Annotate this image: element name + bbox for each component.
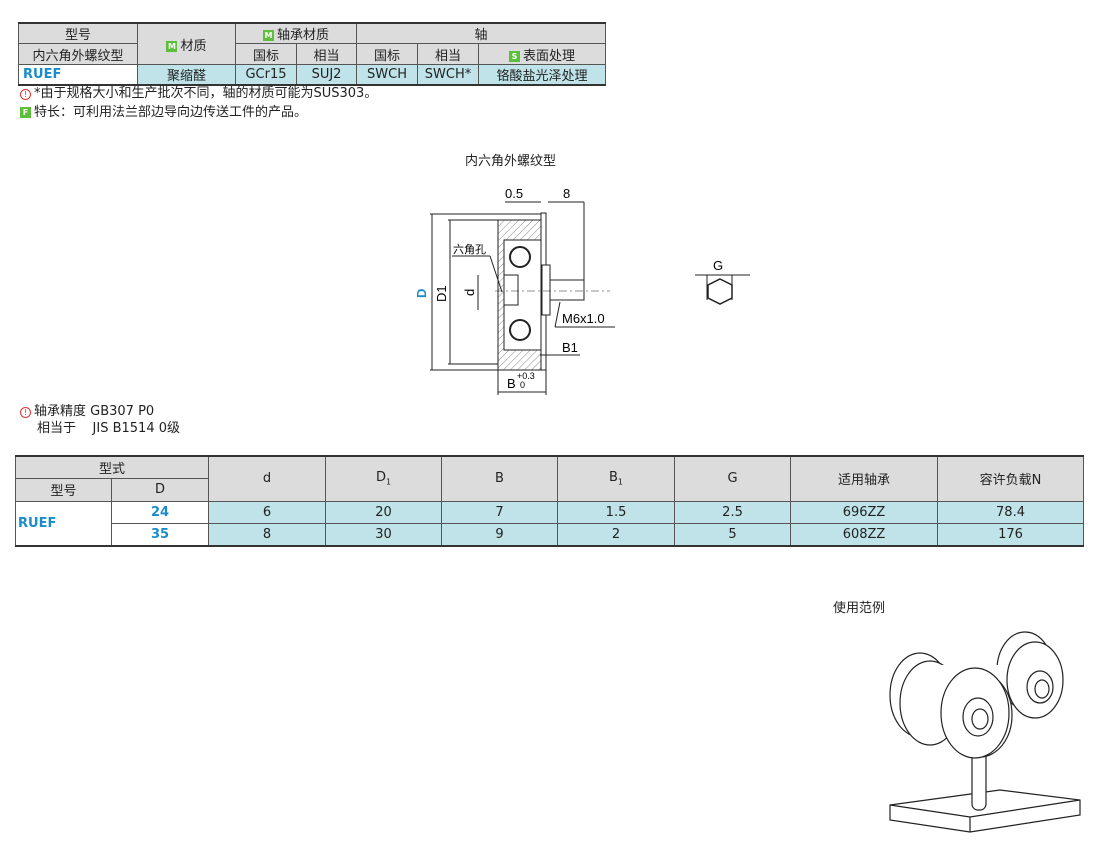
model-cell: RUEF xyxy=(18,64,138,86)
value-cell: 6 xyxy=(208,500,327,524)
dim-D: D xyxy=(414,289,429,298)
technical-drawing: 0.5 8 六角孔 D D1 d M6x1.0 B1 B +0.3 0 G xyxy=(414,186,750,395)
header-style: 型式 xyxy=(14,455,210,479)
value-cell: 2 xyxy=(557,522,676,547)
warning-icon: ! xyxy=(20,89,31,100)
material-cell: 聚缩醛 xyxy=(137,64,236,86)
header-equiv2: 相当 xyxy=(417,43,480,65)
precision-equiv: 相当于 JIS B1514 0级 xyxy=(37,421,181,436)
value-cell: 696ZZ xyxy=(790,500,939,524)
header-B: B xyxy=(441,455,559,502)
header-G: G xyxy=(674,455,792,502)
value-cell: 7 xyxy=(441,500,559,524)
dim-G: G xyxy=(713,258,723,273)
header-equiv: 相当 xyxy=(295,43,358,65)
table-row: RUEF 24 6 20 7 1.5 2.5 696ZZ 78.4 xyxy=(15,500,1085,547)
value-cell: 1.5 xyxy=(557,500,676,524)
dimension-table: 型式 d D1 B B1 G 适用轴承 容许负载N 型号 D RUEF 24 6… xyxy=(14,455,1085,547)
header-shaft: 轴 xyxy=(356,22,607,44)
header-model: 型号 xyxy=(18,22,138,44)
usage-example-illustration xyxy=(889,631,1081,833)
header-gb2: 国标 xyxy=(356,43,419,65)
dim-8: 8 xyxy=(563,186,570,201)
thread-label: M6x1.0 xyxy=(562,311,605,326)
value-cell: 2.5 xyxy=(674,500,792,524)
dim-B1: B1 xyxy=(562,340,578,355)
value-cell: 8 xyxy=(208,522,327,547)
warning-icon: ! xyxy=(20,407,31,418)
table-row: 35 8 30 9 2 5 608ZZ 176 xyxy=(15,522,1085,547)
hex-hole-label: 六角孔 xyxy=(453,243,486,256)
table-row: RUEF 聚缩醛 GCr15 SUJ2 SWCH SWCH* 铬酸盐光泽处理 xyxy=(18,64,607,86)
dim-d: d xyxy=(462,289,477,296)
precision-note: !轴承精度 GB307 P0 xyxy=(20,400,154,419)
value-cell: 78.4 xyxy=(937,500,1085,524)
shaft-equiv-cell: SWCH* xyxy=(417,64,480,86)
material-note: !*由于规格大小和生产批次不同，轴的材质可能为SUS303。 xyxy=(20,82,377,101)
header-load: 容许负载N xyxy=(937,455,1085,502)
header-gb: 国标 xyxy=(235,43,297,65)
value-cell: 5 xyxy=(674,522,792,547)
dim-D1: D1 xyxy=(434,285,449,302)
value-cell: 176 xyxy=(937,522,1085,547)
value-cell: 30 xyxy=(325,522,443,547)
surface-cell: 铬酸盐光泽处理 xyxy=(478,64,607,86)
tol-plus: +0.3 xyxy=(517,371,535,381)
feature-badge-icon: F xyxy=(20,107,31,118)
header-d: d xyxy=(208,455,327,502)
value-cell: 608ZZ xyxy=(790,522,939,547)
value-cell: 20 xyxy=(325,500,443,524)
header-B1: B1 xyxy=(557,455,676,502)
shaft-gb-cell: SWCH xyxy=(356,64,419,86)
header-D: D xyxy=(110,477,210,502)
dim-0.5: 0.5 xyxy=(505,186,523,201)
header-D1: D1 xyxy=(325,455,443,502)
value-cell: 9 xyxy=(441,522,559,547)
D-cell: 24 xyxy=(110,500,210,524)
dim-B: B xyxy=(507,376,516,391)
tol-zero: 0 xyxy=(520,380,525,390)
example-title: 使用范例 xyxy=(833,601,886,616)
model-cell: RUEF xyxy=(15,500,112,547)
header-bearing: 适用轴承 xyxy=(790,455,939,502)
header-type: 内六角外螺纹型 xyxy=(18,43,138,65)
drawing-title: 内六角外螺纹型 xyxy=(465,154,557,169)
D-cell: 35 xyxy=(110,522,210,547)
header-model: 型号 xyxy=(15,477,112,502)
bearing-equiv-cell: SUJ2 xyxy=(295,64,358,86)
